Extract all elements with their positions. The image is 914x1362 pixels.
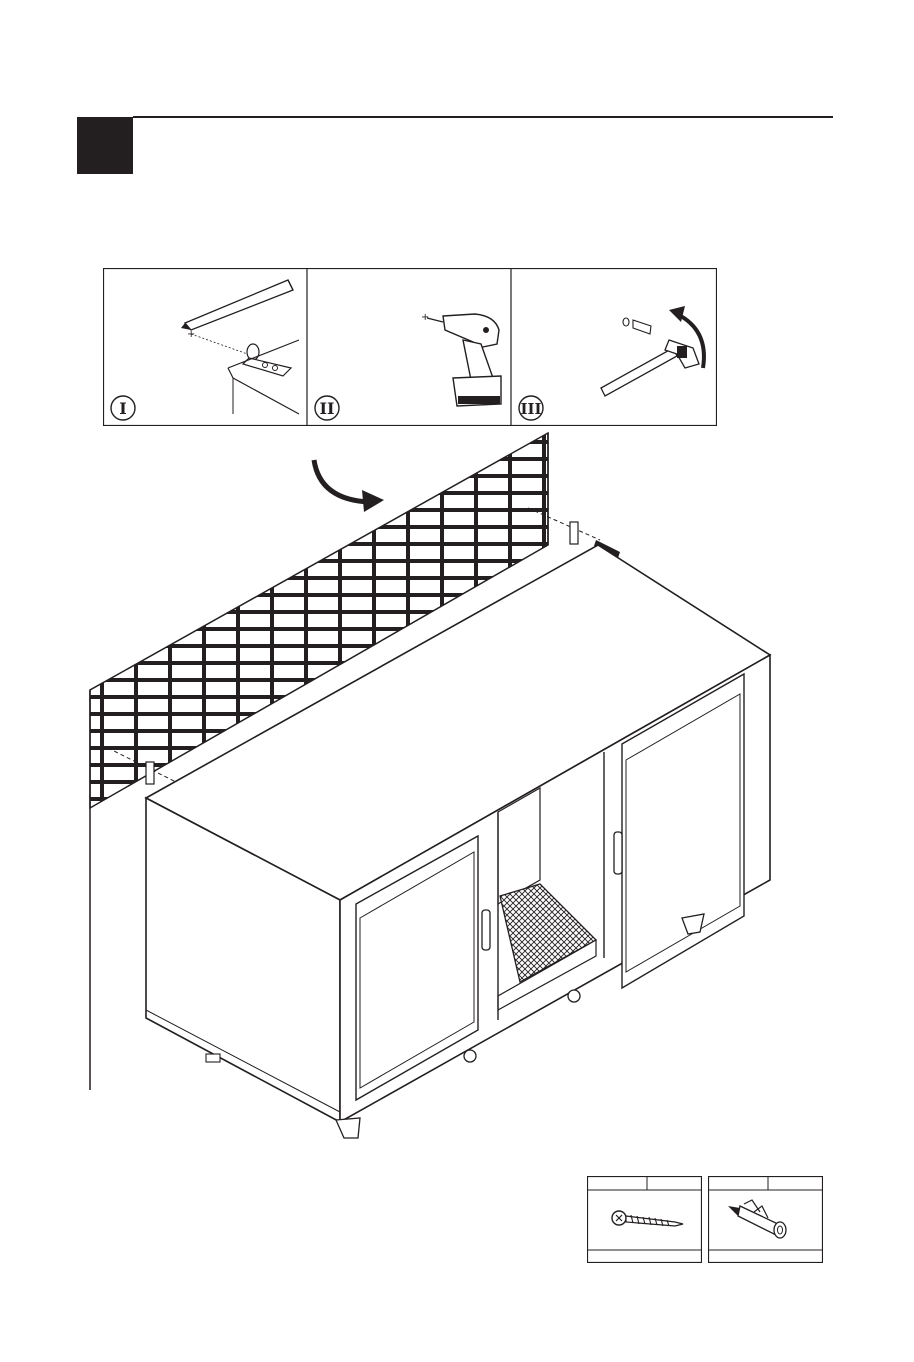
hardware-box-anchor [708,1176,823,1263]
substep-3-numeral: III [520,400,541,418]
cabinet-wall-illustration [0,425,914,1145]
svg-text:+: + [187,329,195,340]
main-illustration [0,425,914,1145]
substep-1-numeral: I [119,399,126,418]
substep-panels: + I + II [103,268,717,426]
header-rule [133,116,833,118]
pointer-arrow-icon [314,460,384,512]
left-door-handle [482,910,490,950]
right-door-handle [614,832,622,874]
hardware-box-screw [587,1176,702,1263]
substep-frame: + I + II [103,268,717,426]
step-number-block [77,117,133,174]
substep-2-numeral: II [320,399,335,418]
svg-text:+: + [421,312,429,323]
